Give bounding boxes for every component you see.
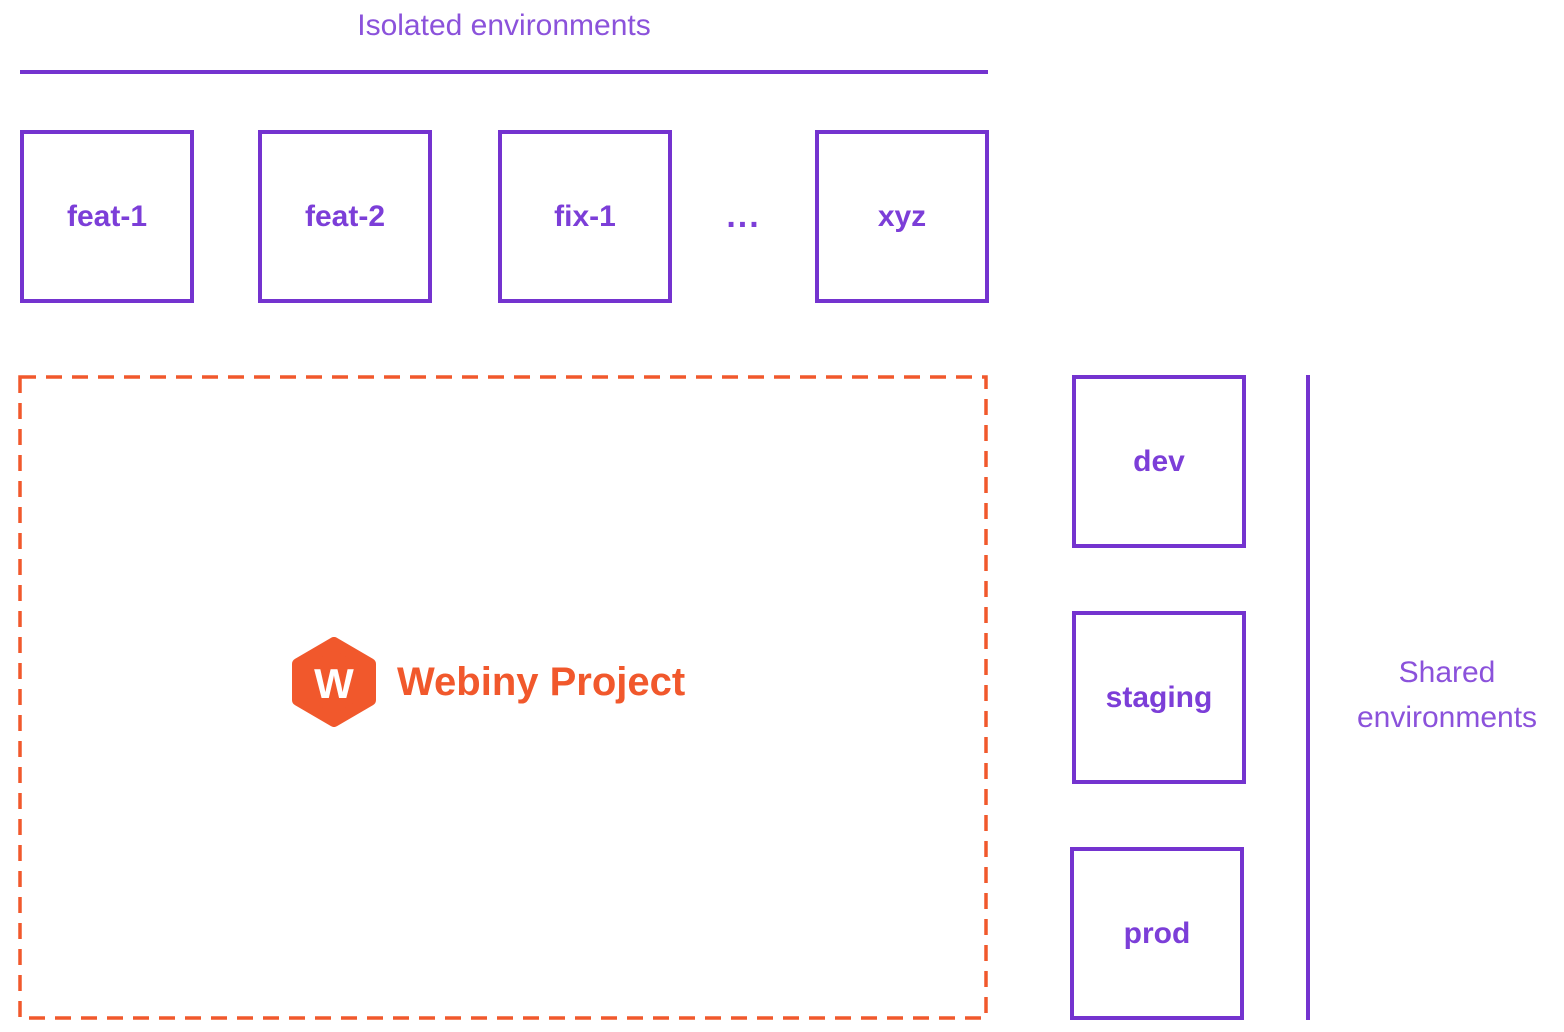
webiny-project-lockup: W Webiny Project [292, 637, 685, 727]
env-box-dev: dev [1072, 375, 1246, 548]
isolated-environments-title: Isolated environments [357, 9, 651, 42]
env-box-feat-2: feat-2 [258, 130, 432, 303]
env-box-fix-1: fix-1 [498, 130, 672, 303]
project-name-label: Webiny Project [397, 659, 686, 704]
env-box-label: feat-2 [304, 199, 386, 233]
env-box-label: staging [1105, 680, 1213, 714]
env-box-prod: prod [1070, 847, 1244, 1020]
more-environments-ellipsis: ... [726, 197, 761, 235]
shared-environments-title: Shared environments [1356, 656, 1538, 734]
env-box-label: feat-1 [66, 199, 148, 233]
env-box-feat-1: feat-1 [20, 130, 194, 303]
webiny-logo-letter: W [314, 660, 354, 707]
env-box-staging: staging [1072, 611, 1246, 784]
env-box-label: fix-1 [554, 199, 616, 233]
env-box-label: xyz [877, 199, 927, 233]
env-box-xyz: xyz [815, 130, 989, 303]
webiny-logo-icon: W [292, 637, 376, 727]
env-box-label: prod [1123, 916, 1191, 950]
env-box-label: dev [1133, 444, 1185, 478]
isolated-environments-underline [20, 70, 988, 74]
shared-environments-divider [1306, 375, 1310, 1020]
